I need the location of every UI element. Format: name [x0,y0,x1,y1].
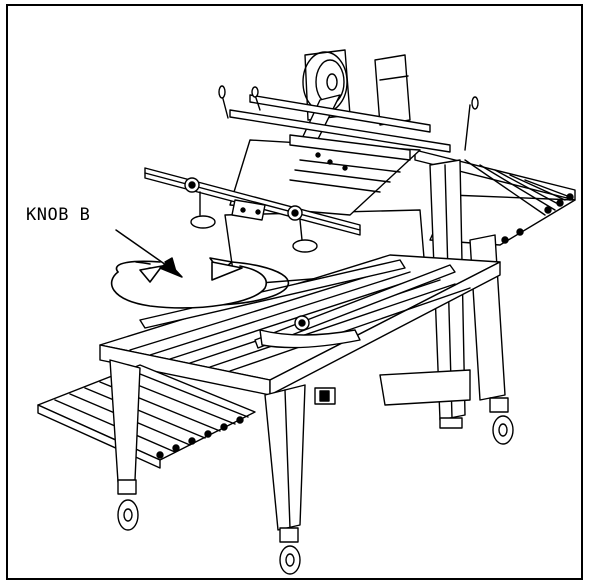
main-table [99,254,501,531]
front-left-leg [109,359,141,483]
casters [117,397,514,575]
upper-head-assembly [144,49,479,253]
rotation-arrow-icon [110,257,290,309]
knob-b-label: KNOB B [26,205,91,225]
pointer-arrow-icon [115,229,183,278]
